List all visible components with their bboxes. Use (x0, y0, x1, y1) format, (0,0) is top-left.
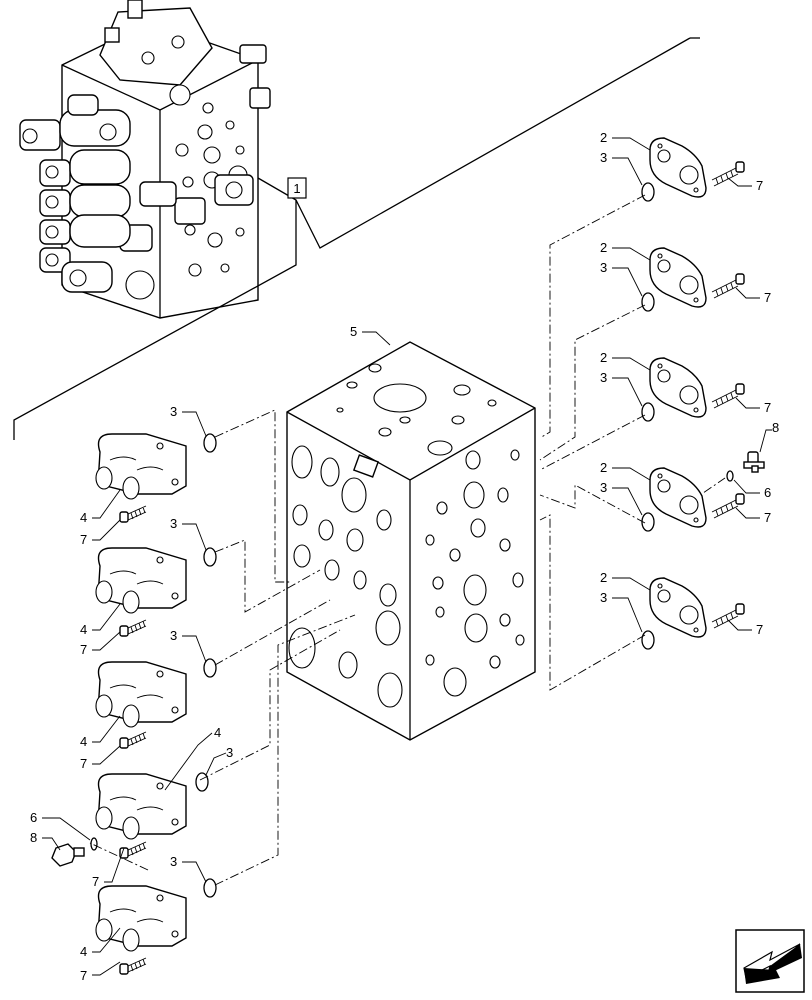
screw (711, 161, 745, 187)
cover-plate (649, 467, 707, 528)
valve-assembly-overview (19, 0, 271, 319)
callout-3-label: 3 (600, 150, 607, 165)
callout-2-label: 2 (600, 240, 607, 255)
cover-plate (649, 247, 707, 308)
cover-plate (649, 357, 707, 418)
o-ring (203, 658, 217, 678)
callout-8-label: 8 (30, 830, 37, 845)
plug (51, 843, 85, 867)
o-ring (641, 402, 655, 422)
callout-1-label: 1 (293, 181, 300, 196)
valve-housing (286, 341, 536, 741)
callout-4-label: 4 (80, 510, 87, 525)
callout-7-label: 7 (764, 400, 771, 415)
washer (90, 837, 98, 851)
o-ring (203, 547, 217, 567)
callout-6-label: 6 (764, 485, 771, 500)
callout-7-label: 7 (764, 510, 771, 525)
callout-8-label: 8 (772, 420, 779, 435)
callout-7-label: 7 (764, 290, 771, 305)
callout-3-label: 3 (170, 854, 177, 869)
callout-2-label: 2 (600, 350, 607, 365)
callout-7-label: 7 (80, 968, 87, 983)
leader-lines (42, 137, 772, 976)
callout-4-label: 4 (214, 725, 221, 740)
callout-4-label: 4 (80, 622, 87, 637)
callout-3-label: 3 (600, 260, 607, 275)
cartridge-assembly-1 (95, 433, 187, 500)
cartridge-assembly-2 (95, 547, 187, 614)
callout-7-label: 7 (80, 756, 87, 771)
callout-6-label: 6 (30, 810, 37, 825)
o-ring (203, 878, 217, 898)
arrow-bottom-left-icon[interactable] (735, 929, 805, 993)
callout-3-label: 3 (226, 745, 233, 760)
callout-3-label: 3 (600, 480, 607, 495)
callout-3-label: 3 (170, 628, 177, 643)
o-ring (203, 433, 217, 453)
cover-plate (649, 137, 707, 198)
callout-3-label: 3 (600, 370, 607, 385)
right-cover-assemblies (641, 137, 765, 650)
cover-plate (649, 577, 707, 638)
callout-7-label: 7 (756, 622, 763, 637)
o-ring (641, 292, 655, 312)
callout-3-label: 3 (170, 404, 177, 419)
callout-2-label: 2 (600, 460, 607, 475)
callout-3-label: 3 (170, 516, 177, 531)
callout-box-1: 1 (287, 177, 307, 199)
callout-2-label: 2 (600, 130, 607, 145)
callout-4-label: 4 (80, 734, 87, 749)
cartridge-assembly-4 (95, 773, 187, 840)
o-ring (195, 772, 209, 792)
left-cartridge-assemblies (51, 433, 217, 975)
callout-7-label: 7 (80, 642, 87, 657)
plug (743, 451, 765, 473)
callout-7-label: 7 (92, 874, 99, 889)
callout-labels: 2 3 7 2 3 7 2 3 7 2 3 7 6 8 2 3 7 5 3 4 … (30, 130, 779, 983)
cartridge-stack (19, 94, 131, 293)
callout-7-label: 7 (756, 178, 763, 193)
o-ring (641, 512, 655, 532)
o-ring (641, 182, 655, 202)
cartridge-assembly-3 (95, 661, 187, 728)
o-ring (641, 630, 655, 650)
screw (119, 505, 147, 523)
callout-7-label: 7 (80, 532, 87, 547)
washer (726, 470, 734, 482)
callout-5-label: 5 (350, 324, 357, 339)
callout-3-label: 3 (600, 590, 607, 605)
callout-4-label: 4 (80, 944, 87, 959)
callout-2-label: 2 (600, 570, 607, 585)
overview-frame-lines (13, 37, 700, 440)
